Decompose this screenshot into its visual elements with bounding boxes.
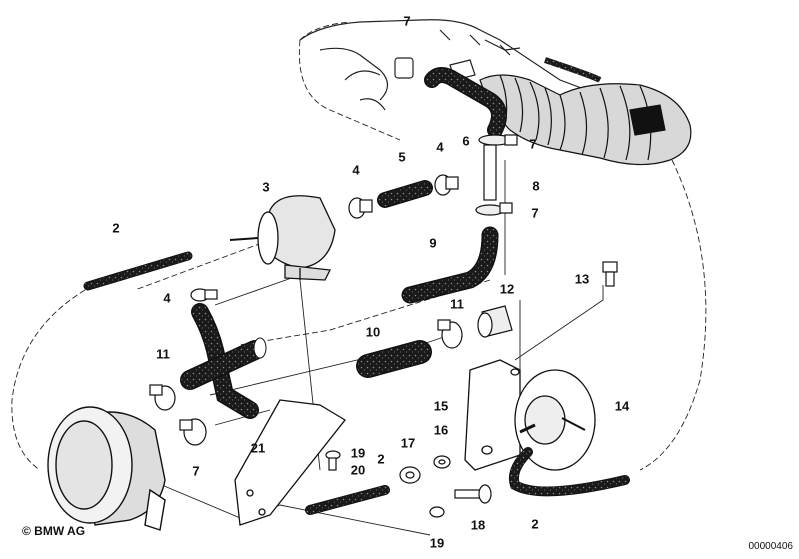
clamp-4-left — [348, 197, 373, 219]
hose-10 — [356, 340, 432, 378]
callout-18: 18 — [470, 517, 486, 533]
callout-9: 9 — [429, 235, 437, 251]
callout-6: 6 — [462, 133, 470, 149]
callout-5: 5 — [398, 149, 406, 165]
callout-8: 8 — [532, 178, 540, 194]
clamp-11-right — [437, 319, 463, 349]
callout-20: 20 — [350, 462, 366, 478]
t-hose — [180, 303, 267, 419]
diagram-part-number: 00000406 — [748, 541, 794, 552]
bolt-18 — [454, 484, 492, 504]
callout-2-upper: 2 — [112, 220, 120, 236]
vacuum-unit-14 — [514, 369, 596, 471]
pipe-fitting-8 — [475, 134, 518, 216]
air-intake-boot — [479, 57, 692, 166]
hose-2-middle — [305, 485, 390, 515]
damper-3 — [229, 195, 336, 281]
hose-2-upper — [83, 251, 193, 291]
callout-7-lower: 7 — [192, 463, 200, 479]
callout-16: 16 — [433, 422, 449, 438]
sleeve-12 — [477, 305, 513, 338]
callout-11-left: 11 — [156, 346, 170, 362]
callout-7-upper: 7 — [529, 136, 537, 152]
callout-4-lower: 4 — [163, 290, 171, 306]
hose-2-right — [508, 447, 630, 497]
callout-4-left: 4 — [352, 162, 360, 178]
nut-17 — [399, 466, 421, 484]
callout-11-right: 11 — [450, 296, 464, 312]
callout-7-top: 7 — [403, 13, 411, 29]
callout-19-lower: 19 — [429, 535, 445, 551]
hose-5 — [377, 180, 433, 208]
callout-2-right: 2 — [531, 516, 539, 532]
clamp-11-left — [149, 384, 176, 411]
bracket-21 — [234, 399, 346, 526]
callout-17: 17 — [400, 435, 416, 451]
copyright-notice: © BMW AG — [22, 524, 86, 538]
bolt-13 — [602, 261, 618, 287]
bracket-15 — [464, 359, 521, 471]
callout-13: 13 — [574, 271, 590, 287]
hose-6 — [424, 67, 507, 138]
callout-21: 21 — [250, 440, 266, 456]
diaphragm-unit — [47, 406, 166, 531]
clamp-4-lower — [190, 288, 218, 302]
callout-2-middle: 2 — [377, 451, 385, 467]
callout-14: 14 — [614, 398, 630, 414]
hose-9 — [401, 226, 499, 304]
callout-3: 3 — [262, 179, 270, 195]
callout-4-right: 4 — [436, 139, 444, 155]
callout-19-upper: 19 — [350, 445, 366, 461]
callout-12: 12 — [499, 281, 515, 297]
screw-19-20 — [325, 450, 341, 471]
callout-7-mid: 7 — [531, 205, 539, 221]
callout-15: 15 — [433, 398, 449, 414]
clamp-4-right — [434, 174, 459, 196]
clamp-7-left — [179, 418, 207, 446]
washer-16 — [433, 455, 451, 469]
washer-19-lower — [429, 506, 445, 518]
callout-10: 10 — [365, 324, 381, 340]
